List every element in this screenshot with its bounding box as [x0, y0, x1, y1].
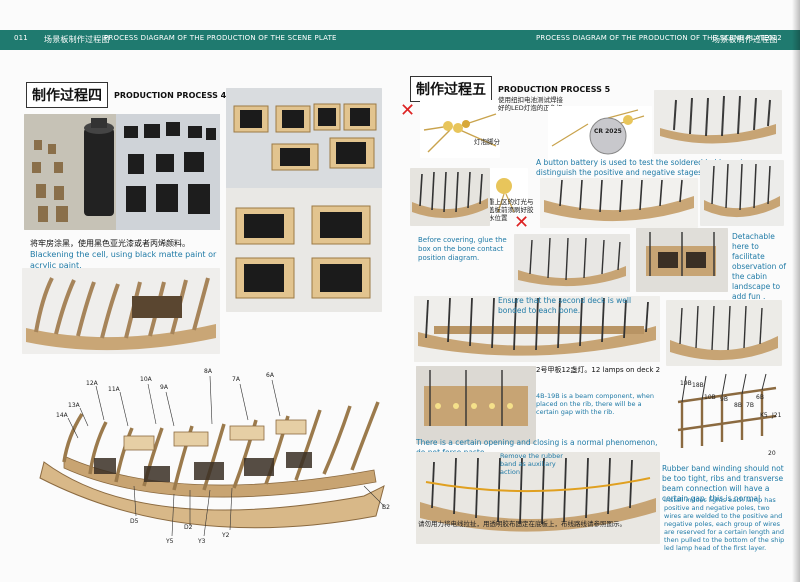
- photo-deck-lamps: [416, 366, 536, 444]
- label-Y5: Y5: [166, 538, 174, 545]
- photo-button-battery: [548, 106, 652, 160]
- caption-rubber-winding: Rubber band winding should not be too ti…: [662, 464, 784, 503]
- note-install-lights: Install indoor lights each lamp has posi…: [664, 496, 785, 552]
- label-11A: 11A: [108, 386, 120, 393]
- process5-title-cn: 制作过程五: [410, 76, 492, 102]
- process4-caption-en: Blackening the cell, using black matte p…: [30, 250, 217, 270]
- label-D5: D5: [130, 518, 139, 525]
- deck-label-8B: 8B: [734, 402, 742, 409]
- photo-second-deck: [414, 296, 660, 362]
- label-13A: 13A: [68, 402, 80, 409]
- photo-hull-with-cabins: [666, 300, 782, 366]
- label-D2: D2: [184, 524, 193, 531]
- label-6A: 6A: [266, 372, 274, 379]
- deck-label-20: 20: [768, 450, 776, 457]
- battery-label: CR 2025: [594, 128, 622, 135]
- page-edge-shadow: [792, 0, 800, 582]
- wrong-cross-icon-2: ✕: [514, 212, 530, 233]
- deck-label-K5: K5: [760, 412, 768, 419]
- header-title-left-cn: 场景板制作过程图: [44, 35, 110, 44]
- note-led-test-cn: 使用纽扣电池测试焊接好的LED灯泡的正负极: [498, 96, 563, 112]
- deck-label-7B: 7B: [746, 402, 754, 409]
- note-led-legs-cn: 灯泡脚分: [474, 138, 500, 146]
- process4-title: 制作过程四 PRODUCTION PROCESS 4: [26, 82, 226, 108]
- note-beam-component: 4B-19B is a beam component, when placed …: [536, 392, 655, 416]
- label-Y2: Y2: [222, 532, 230, 539]
- header-title-right-en: PROCESS DIAGRAM OF THE PRODUCTION OF THE…: [536, 34, 769, 42]
- deck-label-9B: 9B: [720, 396, 728, 403]
- process4-caption-cn: 将牢房涂黑，使用黑色亚光漆或者丙烯颜料。: [30, 239, 190, 248]
- header-title-right-cn: 场景板制作过程图: [712, 35, 778, 44]
- photo-led-close: [484, 168, 528, 214]
- caption-lamps: 2号甲板12盏灯。12 lamps on deck 2: [536, 366, 661, 374]
- header-title-left-en: PROCESS DIAGRAM OF THE PRODUCTION OF THE…: [104, 34, 337, 42]
- header-band: 011 场景板制作过程图 PROCESS DIAGRAM OF THE PROD…: [0, 30, 800, 50]
- label-8A: 8A: [204, 368, 212, 375]
- label-10A: 10A: [140, 376, 152, 383]
- caption-detachable: Detachable here to facilitate observatio…: [732, 232, 786, 301]
- note-glue-cn: 重上区的灯光与盖板前须刷好胶水位置: [488, 198, 534, 222]
- page-number-left: 011: [14, 34, 28, 42]
- photo-hull-top-right: [654, 90, 782, 154]
- caption-glue-box: Before covering, glue the box on the bon…: [418, 236, 507, 262]
- caption-battery-test: A button battery is used to test the sol…: [536, 158, 748, 177]
- photo-cabin-detail: [636, 228, 728, 292]
- deck-label-J21: J21: [772, 412, 782, 419]
- label-14A: 14A: [56, 412, 68, 419]
- photo-hull-with-deck: [410, 168, 490, 226]
- label-B2: B2: [382, 504, 390, 511]
- diagram-deck-frame: [672, 372, 782, 458]
- process5-title: 制作过程五 PRODUCTION PROCESS 5: [410, 76, 610, 102]
- caption-second-deck: Ensure that the second deck is well bond…: [498, 296, 632, 315]
- photo-ship-frame-closeup: [22, 268, 220, 354]
- page-number-right: 012: [768, 34, 782, 42]
- photo-cell-panels: [226, 88, 382, 312]
- photo-hull-right-small: [700, 160, 784, 226]
- photo-led-wiring: [420, 100, 500, 158]
- process4-title-en: PRODUCTION PROCESS 4: [114, 90, 227, 100]
- wrong-cross-icon: ✕: [400, 100, 416, 121]
- note-rubber-band-remove: Remove the rubber band as auxiliary acti…: [500, 452, 563, 476]
- label-Y3: Y3: [198, 538, 206, 545]
- label-12A: 12A: [86, 380, 98, 387]
- label-9A: 9A: [160, 384, 168, 391]
- photo-parts-and-paint-can: [24, 114, 220, 230]
- photo-hull-side-long: [540, 178, 698, 228]
- label-7A: 7A: [232, 376, 240, 383]
- process5-title-en: PRODUCTION PROCESS 5: [498, 84, 611, 94]
- deck-label-18B: 18B: [692, 382, 704, 389]
- process4-title-cn: 制作过程四: [26, 82, 108, 108]
- deck-label-10B: 10B: [704, 394, 716, 401]
- deck-label-6B: 6B: [756, 394, 764, 401]
- photo-deck-cabin: [514, 234, 630, 292]
- note-wiring-cn: 请勿用力将电线拉扯，用透明胶布固定在底板上，布线路线请参照图示。: [418, 520, 626, 528]
- deck-label-19B: 19B: [680, 380, 692, 387]
- diagram-ship-frame-assembly: [24, 366, 404, 542]
- photo-rubber-band-assembly: [416, 452, 660, 544]
